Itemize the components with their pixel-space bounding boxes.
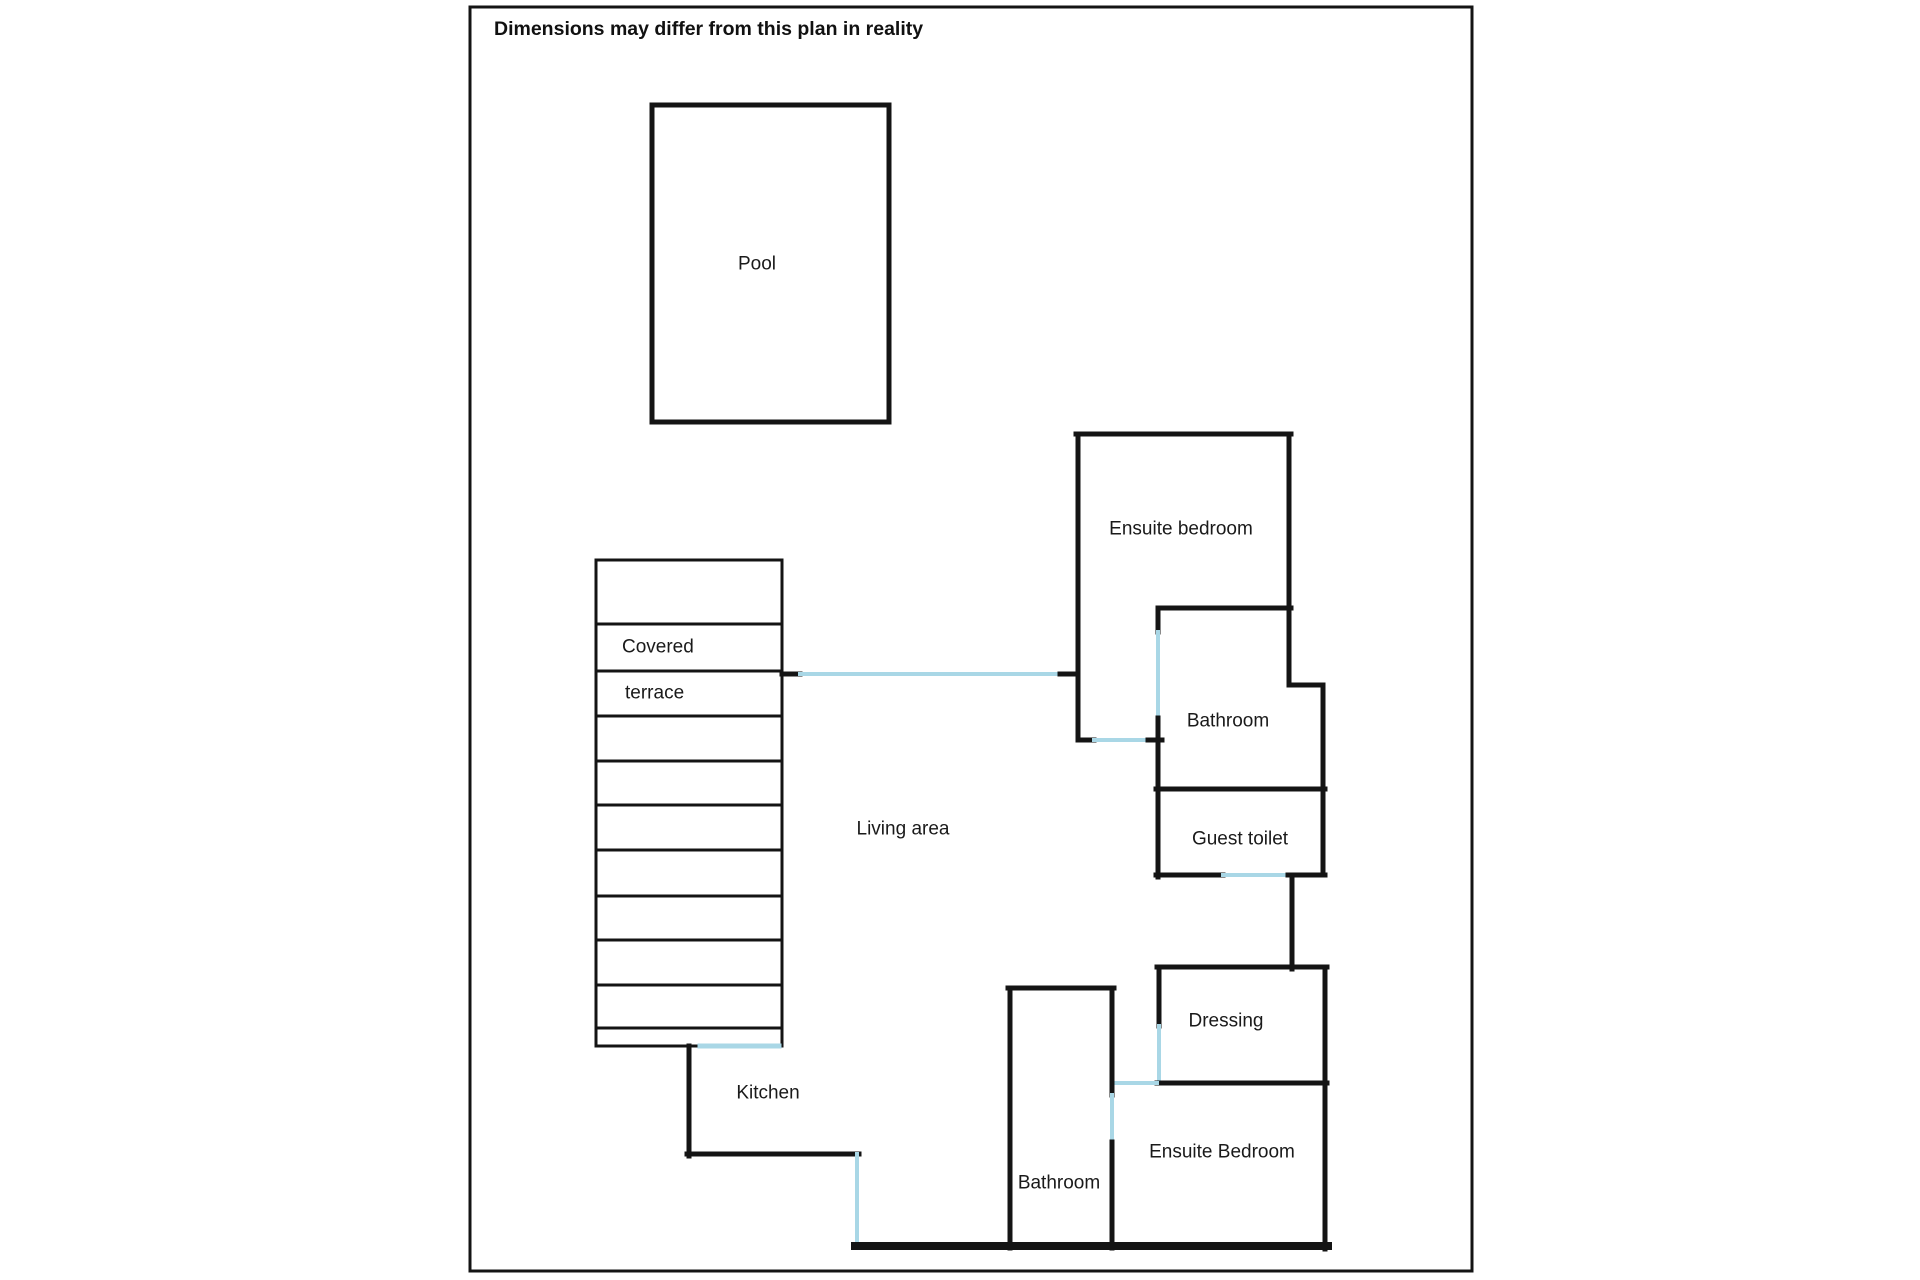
- room-label-bathroom-top: Bathroom: [1186, 710, 1270, 732]
- room-label-guest-toilet: Guest toilet: [1191, 828, 1289, 850]
- pool-outline: [649, 102, 892, 425]
- dressing-outline: [1154, 964, 1330, 1088]
- room-label-covered-terrace-line2: terrace: [625, 682, 685, 704]
- room-label-ensuite-bedroom-bottom: Ensuite Bedroom: [1149, 1141, 1295, 1163]
- ensuite-bedroom-top-outline: [1073, 431, 1294, 743]
- guest-toilet-outline: [1153, 786, 1328, 972]
- room-label-living-area: Living area: [856, 818, 950, 840]
- kitchen-outline: [684, 1043, 862, 1247]
- covered-terrace-outline: [594, 558, 784, 1049]
- plan-border: [468, 5, 1474, 1273]
- disclaimer-text: Dimensions may differ from this plan in …: [494, 18, 924, 40]
- room-label-dressing: Dressing: [1188, 1010, 1264, 1032]
- room-label-kitchen: Kitchen: [736, 1082, 800, 1104]
- bathroom-bottom-outline: [1005, 985, 1117, 1251]
- room-label-pool: Pool: [737, 253, 777, 275]
- ensuite-bedroom-bottom-outline: [1110, 1080, 1328, 1252]
- room-label-covered-terrace-line1: Covered: [622, 636, 694, 658]
- bathroom-top-outline: [1153, 605, 1328, 880]
- room-label-bathroom-bottom: Bathroom: [1017, 1172, 1101, 1194]
- room-label-ensuite-bedroom-top: Ensuite bedroom: [1109, 518, 1253, 540]
